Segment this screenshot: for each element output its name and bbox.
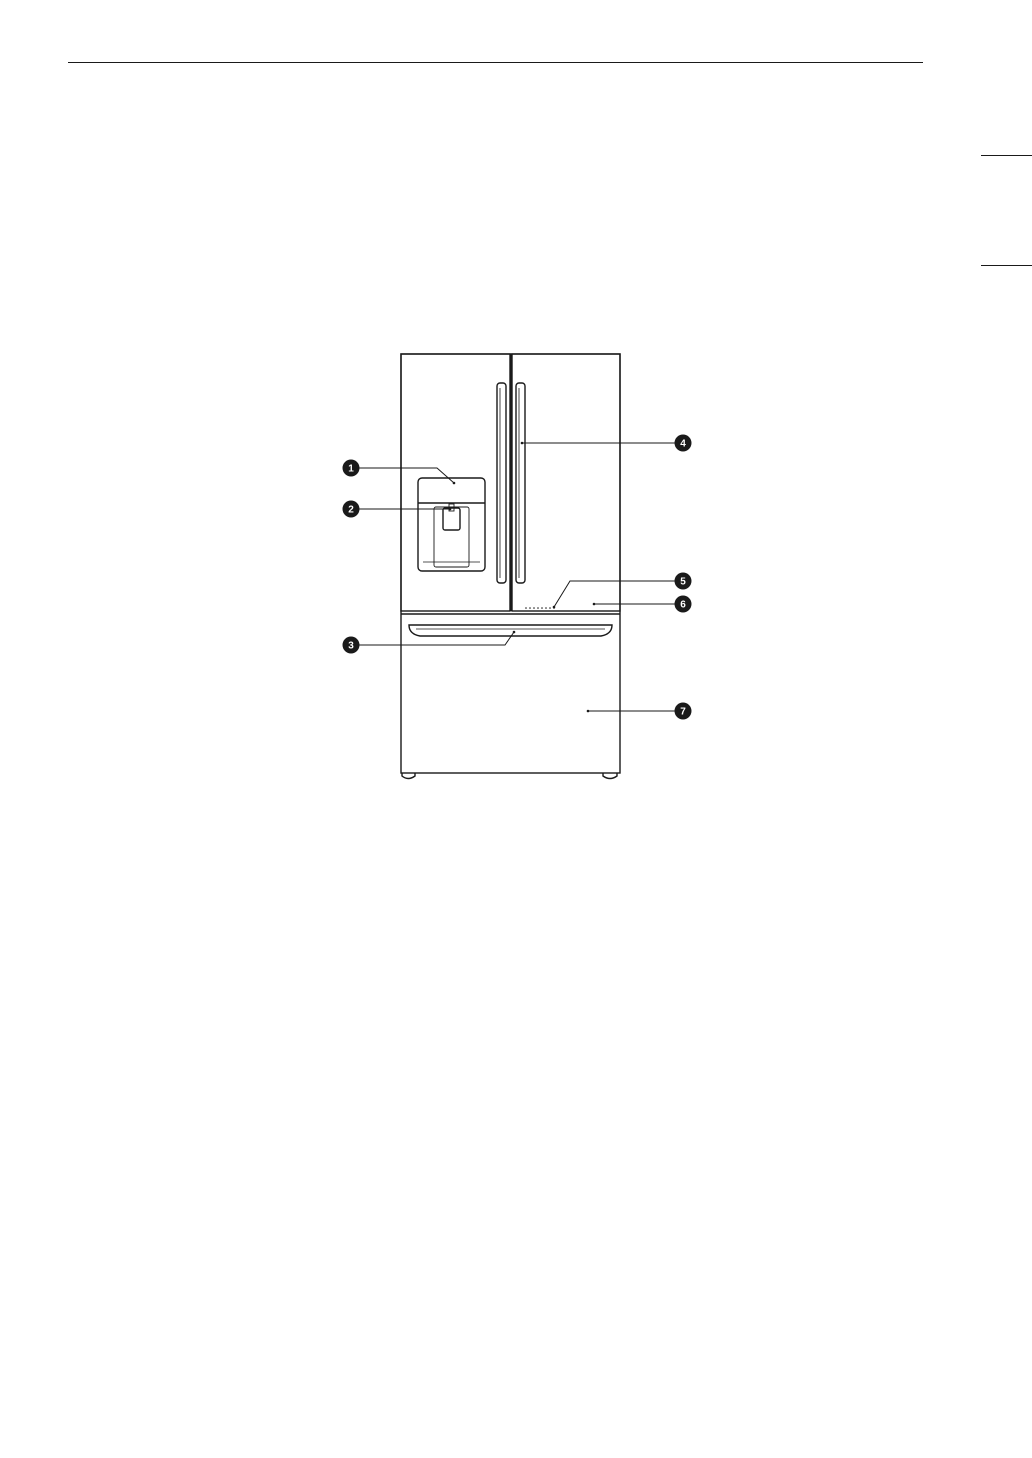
leader-line-3 [357,632,514,645]
left-door-handle [497,383,506,583]
callout-3: 3 [343,637,360,654]
right-door [512,354,620,611]
freezer-drawer-handle-outline [409,625,612,636]
left-foot [402,773,415,779]
callout-7: 7 [675,703,692,720]
leader-end-2 [449,508,452,511]
callout-2: 2 [343,501,360,518]
leader-end-6 [593,603,596,606]
callout-1: 1 [343,460,360,477]
right-foot [603,773,617,779]
callout-4: 4 [675,435,692,452]
leader-end-1 [453,482,456,485]
callout-number: 3 [348,641,354,652]
callout-number: 5 [680,577,686,588]
dispenser-housing [418,478,485,571]
callout-5: 5 [675,573,692,590]
callout-number: 4 [680,439,686,450]
callout-number: 1 [348,464,354,475]
leader-end-3 [513,631,516,634]
leader-end-4 [521,442,524,445]
callout-number: 6 [680,600,686,611]
leader-end-7 [587,710,590,713]
leader-end-5 [553,606,556,609]
callout-number: 7 [680,707,686,718]
right-door-handle [516,383,525,583]
leader-line-1 [357,468,454,483]
callout-6: 6 [675,596,692,613]
dispenser-recess [434,507,469,567]
leader-line-5 [554,581,675,607]
callout-number: 2 [348,505,354,516]
display-sensor-dots [525,607,555,609]
